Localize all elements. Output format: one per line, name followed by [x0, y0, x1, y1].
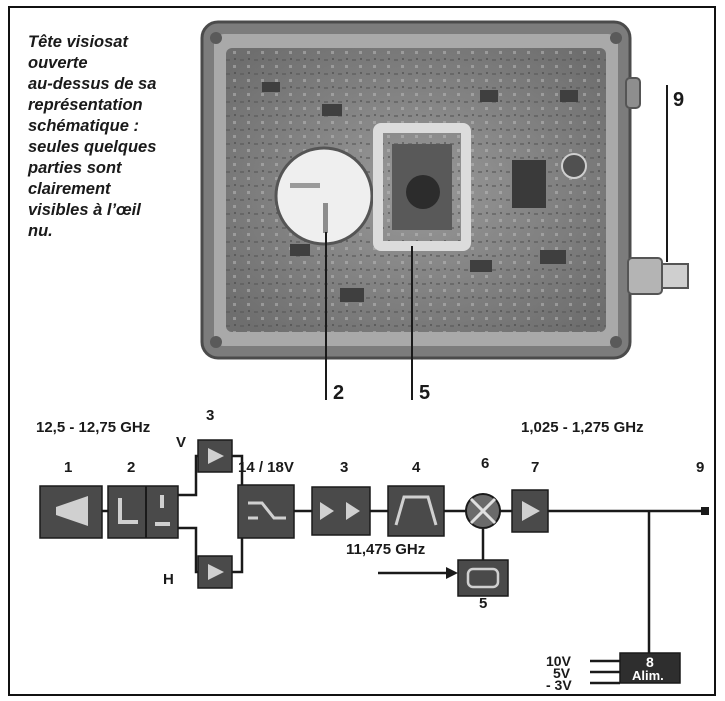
callout-label-9: 9 — [673, 89, 684, 111]
lo-arrow-head — [446, 567, 458, 579]
block-number-output: 9 — [696, 459, 704, 476]
voltage-label: - 3V — [546, 677, 572, 693]
callout-label-5: 5 — [419, 382, 430, 404]
pcb-capacitor — [562, 154, 586, 178]
side-connector — [626, 78, 640, 108]
mount-hole — [610, 32, 622, 44]
block-number-ortho: 2 — [127, 459, 135, 476]
block-number-filter: 4 — [412, 459, 421, 476]
block-number-amp-v: 3 — [206, 407, 214, 424]
block-number-mixer: 6 — [481, 455, 489, 472]
pcb-part — [480, 90, 498, 102]
pcb-chip — [512, 160, 546, 208]
pcb-part — [540, 250, 566, 264]
polarization-switch-block — [238, 485, 294, 538]
f-connector-body — [628, 258, 662, 294]
pcb-part — [470, 260, 492, 272]
oscillator-block — [458, 560, 508, 596]
bandpass-filter-block — [388, 486, 444, 536]
pcb-part — [560, 90, 578, 102]
output-frequency-label: 1,025 - 1,275 GHz — [521, 419, 644, 436]
block-number-oscillator: 5 — [479, 595, 487, 612]
dielectric-resonator — [406, 175, 440, 209]
f-connector-thread — [662, 264, 688, 288]
probe-horizontal — [290, 183, 320, 188]
block-number-feed: 1 — [64, 459, 72, 476]
lnb-photo — [202, 22, 688, 358]
pcb-part — [340, 288, 364, 302]
callout-label-2: 2 — [333, 382, 344, 404]
block-number-if-amp: 7 — [531, 459, 539, 476]
probe-vertical — [323, 203, 328, 233]
block-number-amp-chain: 3 — [340, 459, 348, 476]
pcb-part — [262, 82, 280, 92]
input-frequency-label: 12,5 - 12,75 GHz — [36, 419, 150, 436]
pcb-part — [322, 104, 342, 116]
power-supply-label: Alim. — [632, 668, 664, 683]
output-terminal — [701, 507, 709, 515]
voltage-wires — [590, 661, 620, 683]
mount-hole — [610, 336, 622, 348]
lo-frequency-label: 11,475 GHz — [346, 541, 425, 558]
mount-hole — [210, 336, 222, 348]
pcb-part — [290, 244, 310, 256]
polarization-v-label: V — [176, 434, 186, 451]
polarization-h-label: H — [163, 571, 174, 588]
switch-voltage-label: 14 / 18V — [238, 459, 294, 476]
mount-hole — [210, 32, 222, 44]
